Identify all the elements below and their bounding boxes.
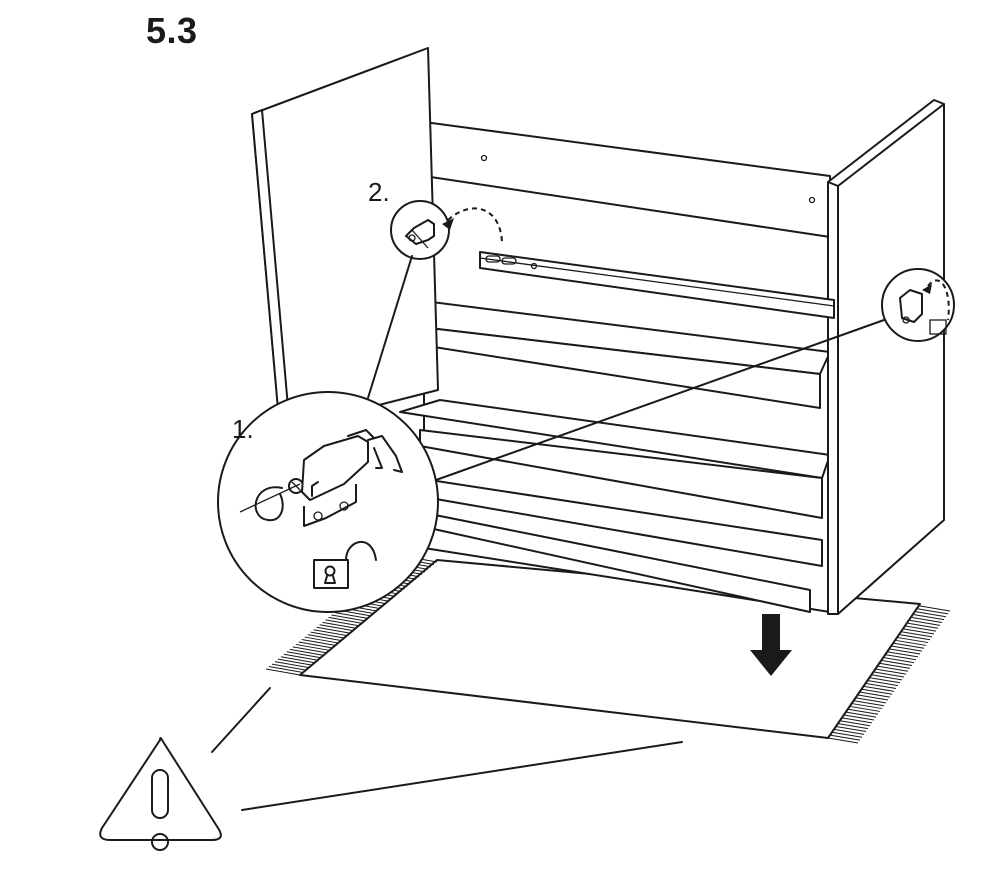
leader-lines: [211, 255, 885, 811]
substep-label-2: 2.: [368, 177, 390, 207]
step-number: 5.3: [146, 10, 198, 51]
detail-callout-1: [217, 391, 439, 613]
insert-arrow-icon: [442, 218, 454, 230]
cabinet-right-side-panel: [827, 99, 945, 615]
unlocked-padlock-icon: [313, 540, 377, 589]
drawer-runner: [479, 251, 835, 319]
rug-fringe-right: [827, 605, 951, 744]
detail-callout-2: [390, 200, 503, 260]
warning-triangle-icon: [99, 737, 222, 851]
detail-callout-right: [881, 268, 955, 342]
substep-label-1: 1.: [232, 414, 254, 444]
down-arrow-icon: [750, 614, 792, 676]
